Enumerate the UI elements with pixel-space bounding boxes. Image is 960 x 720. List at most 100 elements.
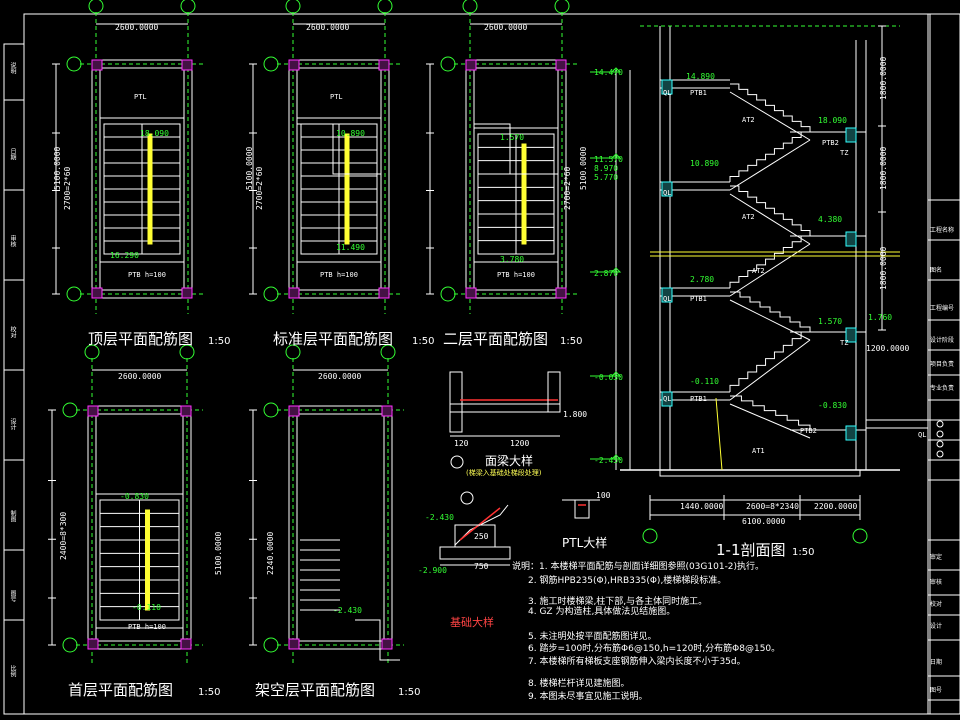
section-elev-mark-4 xyxy=(590,454,622,460)
plan-top-column-2 xyxy=(91,287,103,299)
plan-second-axis-bubble-d xyxy=(440,286,456,302)
sec-rdim-0: 1800.0000 xyxy=(879,56,888,100)
sidebar-frame xyxy=(3,43,25,715)
tb-11: 图号 xyxy=(930,687,943,694)
note-7: 8. 楼梯栏杆详见建施图。 xyxy=(528,679,630,689)
section-flight-0-soffit xyxy=(729,91,811,141)
plan-second-axis-bubble-b xyxy=(554,0,570,14)
plan-top-axis-bubble-b xyxy=(180,0,196,14)
detail-ptl-title: PTL大样 xyxy=(562,536,608,550)
dim-top-width: 2600.0000 xyxy=(115,23,159,32)
sec-bdim-2: 2200.0000 xyxy=(814,502,858,511)
detail-dim-4: -2.430 xyxy=(425,513,454,522)
note-3: 4. GZ 为构造柱,具体做法见结施图。 xyxy=(528,607,676,617)
plan-ground-wall-outer xyxy=(87,405,192,650)
section-flight-4 xyxy=(730,291,811,332)
section-axis-a xyxy=(642,528,658,544)
note-0: 说明：1. 本楼梯平面配筋与剖面详细图参照(03G101-2)执行。 xyxy=(512,562,765,572)
section-base xyxy=(659,469,861,477)
elev-void-a: -2.430 xyxy=(333,606,362,615)
note-6: 7. 本楼梯所有梯板支座钢筋伸入梁内长度不小于35d。 xyxy=(528,657,746,667)
detail-found-rebar xyxy=(459,507,501,541)
note-2: 3. 施工时楼梯梁,柱下部,与各主体同时施工。 xyxy=(528,597,708,607)
elev-second-a: 1.570 xyxy=(500,133,525,142)
elev-ground-a: -0.830 xyxy=(120,492,149,501)
sec-stair-3: AT1 xyxy=(752,447,765,455)
void-outlet xyxy=(355,619,400,661)
sec-landing-5: 1.570 xyxy=(818,317,843,326)
section-flight-5 xyxy=(729,331,810,392)
plan-standard-axis-bubble-d xyxy=(263,286,279,302)
beam-standard: PTL xyxy=(330,93,343,101)
plan-void-axis-bubble-c xyxy=(263,402,279,418)
section-flight-1 xyxy=(729,131,810,182)
plan-top-axis-bubble-c xyxy=(66,56,82,72)
titleblock-symbol-3 xyxy=(936,450,944,458)
plan-standard-column-2 xyxy=(288,287,300,299)
tb-top: PTB h=100 xyxy=(128,271,166,279)
detail-beam-axis xyxy=(450,455,464,469)
sec-col-1: QL xyxy=(663,189,672,197)
plan-title-void: 架空层平面配筋图 xyxy=(255,681,376,699)
sec-stair-0: AT2 xyxy=(742,116,755,124)
plan-second-column-0 xyxy=(465,59,477,71)
sec-rdim-2: 1800.0000 xyxy=(879,246,888,290)
titleblock-symbol-0 xyxy=(936,420,944,428)
detail-beam-wall-right xyxy=(547,371,561,413)
tb-9: 设计 xyxy=(930,623,943,630)
plan-ground-rebar-bar xyxy=(145,509,150,611)
plan-void-axis-bubble-d xyxy=(263,637,279,653)
sidebar-7: 比例 xyxy=(9,665,16,677)
section-flight-2 xyxy=(730,185,811,236)
section-elev-mark-3 xyxy=(590,371,622,377)
plan-void-column-3 xyxy=(381,638,393,650)
sec-col-5: TZ xyxy=(840,339,849,347)
tb-0: 工程名称 xyxy=(930,227,955,234)
plan-ground-axis-bubble-b xyxy=(179,344,195,360)
plan-standard-axis-bubble-a xyxy=(285,0,301,14)
plan-title-top: 顶层平面配筋图 xyxy=(88,330,194,348)
section-landing-column-2 xyxy=(661,287,673,303)
dim-ground-height: 5100.0000 xyxy=(214,531,223,575)
sec-col-2: QL xyxy=(663,295,672,303)
note-4: 5. 未注明处按平面配筋图详见。 xyxy=(528,632,657,642)
tb-3: 设计阶段 xyxy=(930,337,955,344)
plan-ground-column-1 xyxy=(180,405,192,417)
sec-total-dim: 6100.0000 xyxy=(742,517,786,526)
sec-beam-1: PTB2 xyxy=(822,139,839,147)
section-elev-mark-2 xyxy=(590,267,622,273)
plan-second-column-2 xyxy=(465,287,477,299)
detail-groundbeam-title: 面梁大样 xyxy=(485,454,534,468)
tb-7: 审核 xyxy=(930,579,943,586)
sec-elev-3: 5.770 xyxy=(594,173,619,182)
section-scale: 1:50 xyxy=(792,547,815,558)
plan-ground-axis-bubble-d xyxy=(62,637,78,653)
plan-second-notch xyxy=(474,123,558,175)
sec-stair-1: AT2 xyxy=(742,213,755,221)
sec-bdim-0: 1440.0000 xyxy=(680,502,724,511)
plan-void-column-2 xyxy=(288,638,300,650)
section-flight-6-soffit xyxy=(729,403,811,439)
detail-dim-0: 1200 xyxy=(510,439,530,448)
sec-landing-3: 4.380 xyxy=(818,215,843,224)
sec-col-3: QL xyxy=(663,395,672,403)
tb-standard: PTB h=100 xyxy=(320,271,358,279)
plan-second-axis-bubble-a xyxy=(462,0,478,14)
tb-6: 审定 xyxy=(930,554,943,561)
section-landing-column-1 xyxy=(661,181,673,197)
detail-dim-1: 120 xyxy=(454,439,469,448)
detail-dim-5: -2.900 xyxy=(418,566,447,575)
sec-landing-0: 14.890 xyxy=(686,72,715,81)
elev-top-a: 18.090 xyxy=(140,129,169,138)
dim-void-width: 2600.0000 xyxy=(318,372,362,381)
section-flight-4-soffit xyxy=(729,299,811,341)
detail-found-footing xyxy=(439,546,511,560)
detail-groundbeam-sub: (梯梁入基础处梯段处理) xyxy=(466,469,542,477)
section-flight-5-soffit xyxy=(729,339,811,401)
plan-void-column-1 xyxy=(381,405,393,417)
detail-dim-2: 250 xyxy=(474,532,489,541)
plan-void-axis-bubble-b xyxy=(380,344,396,360)
section-flight-1-soffit xyxy=(729,139,811,191)
plan-title-standard: 标准层平面配筋图 xyxy=(273,330,394,348)
